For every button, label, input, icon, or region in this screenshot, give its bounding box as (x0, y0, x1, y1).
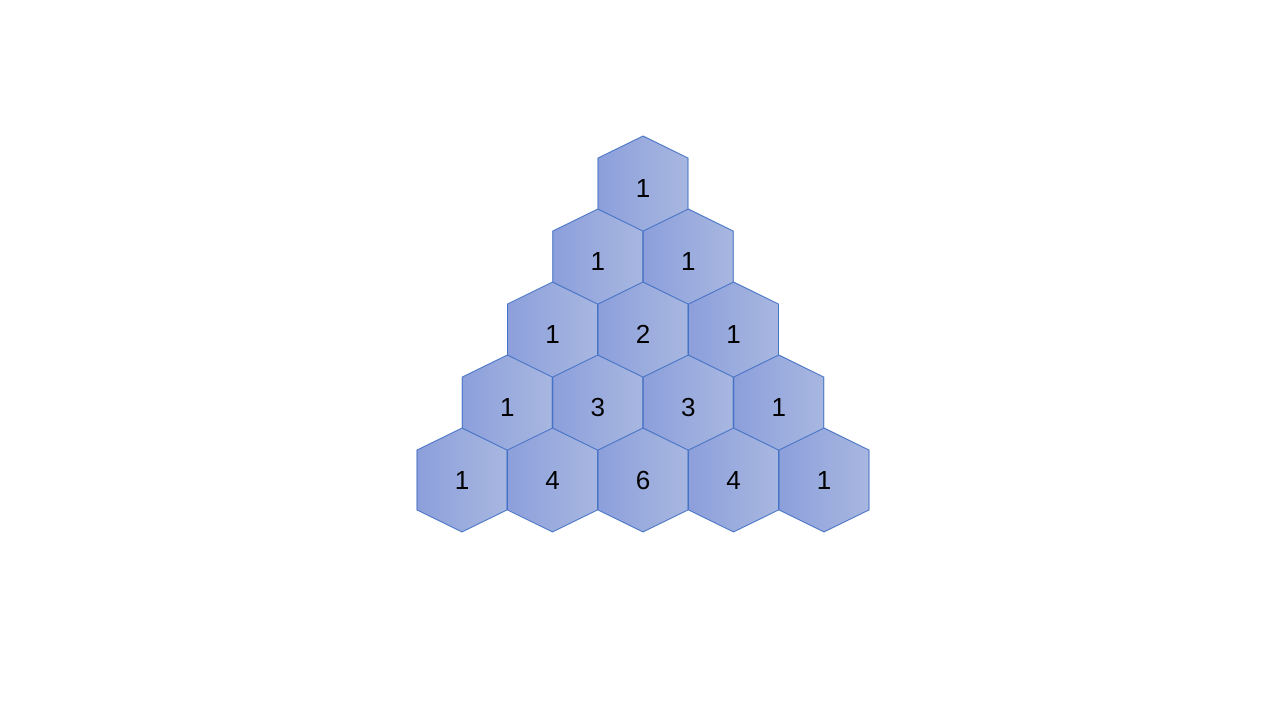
hex-cell-r4-c2: 6 (597, 427, 689, 533)
hexagon-shape (778, 427, 870, 533)
hex-cell-r2-c2: 1 (688, 281, 779, 387)
hex-value-label: 4 (726, 465, 740, 495)
hex-value-label: 1 (455, 465, 469, 495)
hex-cell-r3-c0: 1 (461, 354, 553, 460)
hex-value-label: 3 (591, 392, 605, 422)
hex-value-label: 6 (636, 465, 650, 495)
hex-pyramid: 1 1 1 1 2 1 1 3 3 1 1 4 6 4 1 (416, 135, 870, 533)
hex-cell-r2-c1: 2 (597, 281, 689, 387)
hex-cell-r1-c1: 1 (642, 208, 734, 314)
hex-value-label: 2 (636, 319, 650, 349)
hex-cell-r4-c3: 4 (688, 427, 779, 533)
hex-cell-r4-c0: 1 (416, 427, 508, 533)
hex-value-label: 1 (545, 319, 559, 349)
hex-value-label: 1 (500, 392, 514, 422)
hex-value-label: 1 (681, 246, 695, 276)
hex-value-label: 1 (772, 392, 786, 422)
hex-value-label: 1 (636, 173, 650, 203)
hex-cell-r4-c4: 1 (778, 427, 870, 533)
hex-value-label: 3 (681, 392, 695, 422)
hex-value-label: 1 (817, 465, 831, 495)
hex-value-label: 1 (591, 246, 605, 276)
hex-value-label: 4 (545, 465, 559, 495)
hex-cell-r4-c1: 4 (507, 427, 598, 533)
hex-value-label: 1 (726, 319, 740, 349)
